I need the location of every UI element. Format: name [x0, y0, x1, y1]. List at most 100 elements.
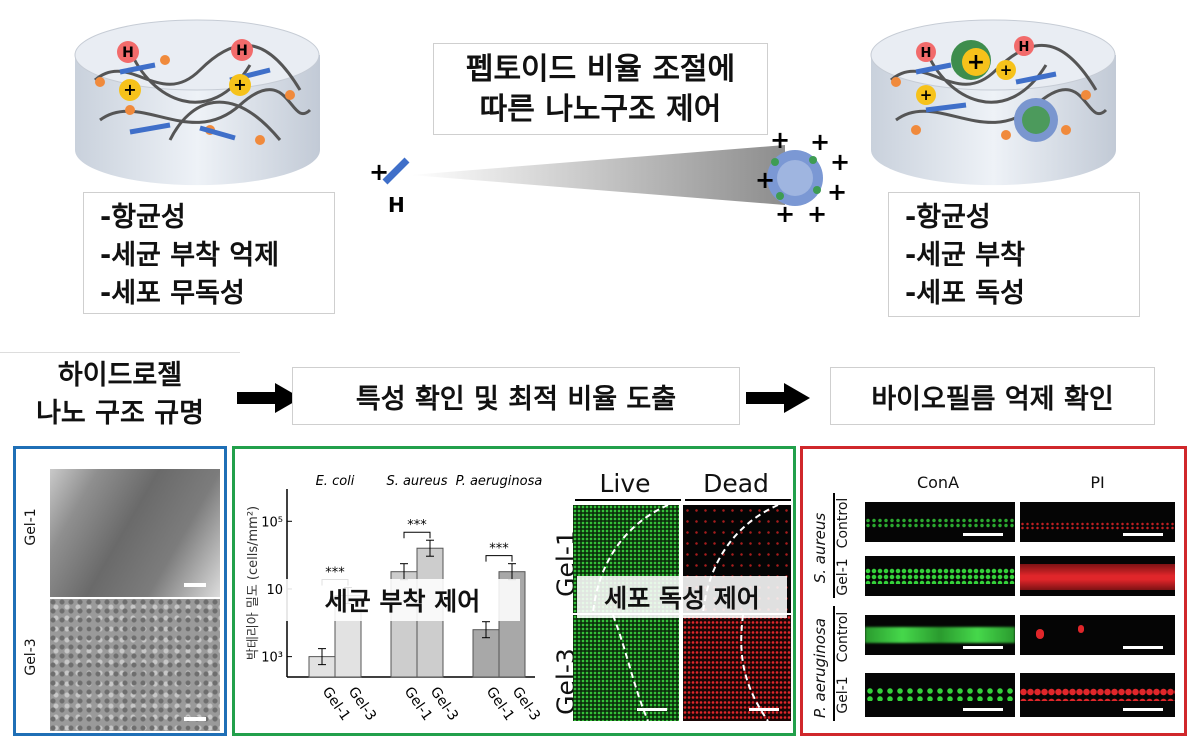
svg-text:+: + [1000, 61, 1013, 79]
pi-saureus-control [1020, 502, 1175, 542]
svg-text:+: + [830, 148, 850, 176]
left-prop-2: -세균 부착 억제 [100, 240, 280, 271]
scale-bar [1123, 646, 1163, 649]
svg-text:H: H [921, 46, 932, 61]
y-tick-label: 10⁵ [261, 515, 283, 530]
svg-text:+: + [369, 158, 389, 186]
scale-bar [749, 708, 779, 711]
significance-bracket [485, 555, 513, 562]
svg-text:+: + [123, 80, 136, 99]
step3-label: 바이오필름 억제 확인 [871, 383, 1114, 415]
svg-text:+: + [810, 128, 830, 156]
scale-bar [963, 533, 1003, 536]
svg-text:+: + [967, 50, 985, 75]
divider [833, 606, 835, 721]
hydrogel-left-illustration: H H + + [74, 19, 320, 186]
biofilm-panel: ConA PI S. aureus P. aeruginosa Control … [800, 446, 1187, 736]
divider [685, 499, 791, 501]
svg-text:+: + [807, 200, 827, 228]
cona-saureus-control [865, 502, 1015, 542]
row-label-paeruginosa-control: Control [835, 611, 851, 663]
svg-text:H: H [236, 43, 248, 59]
group-label: S. aureus [386, 474, 447, 489]
live-image-gel3 [573, 615, 679, 721]
assembly-transition-graphic: + H +++ ++++ [369, 126, 850, 228]
svg-text:+: + [827, 178, 847, 206]
cona-paeruginosa-gel1 [865, 673, 1015, 717]
left-prop-1: -항균성 [100, 202, 186, 233]
step-biofilm: 바이오필름 억제 확인 [830, 367, 1155, 425]
divider [833, 493, 835, 598]
biofilm-header-cona: ConA [916, 473, 960, 492]
sem-label-gel1: Gel-1 [23, 508, 39, 546]
scale-bar [637, 708, 667, 711]
row-label-saureus-control: Control [835, 497, 851, 549]
hydrogel-right-illustration: + H H + + [870, 19, 1116, 186]
center-title-box: 펩토이드 비율 조절에 따른 나노구조 제어 [433, 43, 768, 135]
step-optimal-ratio: 특성 확인 및 최적 비율 도출 [292, 367, 740, 425]
svg-text:+: + [770, 126, 790, 154]
significance-mark: *** [407, 518, 427, 533]
sem-image-gel3 [50, 599, 220, 731]
left-properties-box: -항균성 -세균 부착 억제 -세포 무독성 [83, 192, 335, 314]
significance-mark: *** [325, 566, 345, 581]
dead-image-gel3 [683, 615, 791, 721]
svg-text:+: + [233, 75, 246, 94]
category-label: Gel-3 [427, 684, 462, 724]
livedead-header-live: Live [599, 469, 651, 498]
toxicity-control-label: 세포 독성 제어 [577, 576, 787, 618]
center-title-line2: 따른 나노구조 제어 [479, 92, 722, 127]
row-label-saureus-gel1: Gel-1 [835, 558, 851, 596]
arrow-right-icon [237, 383, 301, 413]
divider [575, 499, 681, 501]
center-title-line1: 펩토이드 비율 조절에 [465, 52, 736, 87]
pi-saureus-gel1 [1020, 556, 1175, 596]
sem-image-gel1 [50, 469, 220, 597]
h-charge-label: H [388, 193, 405, 217]
scale-bar [963, 708, 1003, 711]
scale-bar [184, 717, 206, 721]
right-properties-box: -항균성 -세균 부착 -세포 독성 [888, 192, 1140, 317]
step1-line2: 나노 구조 규명 [36, 398, 204, 429]
right-prop-2: -세균 부착 [905, 240, 1025, 271]
species-label-paeruginosa: P. aeruginosa [811, 618, 829, 718]
species-label-saureus: S. aureus [811, 512, 829, 584]
left-prop-3: -세포 무독성 [100, 278, 245, 309]
group-label: P. aeruginosa [456, 474, 543, 489]
arrow-right-icon-2 [746, 383, 810, 413]
scale-bar [1123, 708, 1163, 711]
scale-bar [963, 646, 1003, 649]
cona-saureus-gel1 [865, 556, 1015, 596]
biofilm-header-pi: PI [1090, 473, 1105, 492]
step1-line1: 하이드로젤 [57, 360, 183, 391]
significance-bracket [403, 531, 431, 539]
scale-bar [184, 583, 206, 587]
step2-label: 특성 확인 및 최적 비율 도출 [355, 383, 677, 415]
cona-paeruginosa-control [865, 615, 1015, 655]
scale-bar [1123, 533, 1163, 536]
step-nanostructure: 하이드로젤 나노 구조 규명 [0, 352, 240, 437]
svg-text:+: + [920, 86, 933, 104]
category-label: Gel-3 [509, 684, 544, 724]
sem-label-gel3: Gel-3 [23, 638, 39, 676]
right-prop-1: -항균성 [905, 202, 991, 233]
y-tick-label: 10³ [261, 651, 283, 666]
svg-text:+: + [775, 200, 795, 228]
category-label: Gel-3 [345, 684, 380, 724]
svg-text:+: + [755, 166, 775, 194]
significance-mark: *** [489, 542, 509, 557]
h-charge-mark: H [122, 45, 134, 61]
sem-panel: Gel-1 Gel-3 [13, 446, 227, 736]
livedead-header-dead: Dead [703, 469, 769, 498]
y-tick-label: 10 [266, 583, 283, 598]
svg-text:H: H [1019, 40, 1030, 55]
right-prop-3: -세포 독성 [905, 278, 1025, 309]
adhesion-control-label: 세균 부착 제어 [285, 579, 520, 621]
pi-paeruginosa-control [1020, 615, 1175, 655]
row-label-paeruginosa-gel1: Gel-1 [835, 676, 851, 714]
group-label: E. coli [316, 474, 355, 489]
pi-paeruginosa-gel1 [1020, 673, 1175, 717]
y-axis-label: 박테리아 밀도 (cells/mm²) [246, 506, 261, 660]
